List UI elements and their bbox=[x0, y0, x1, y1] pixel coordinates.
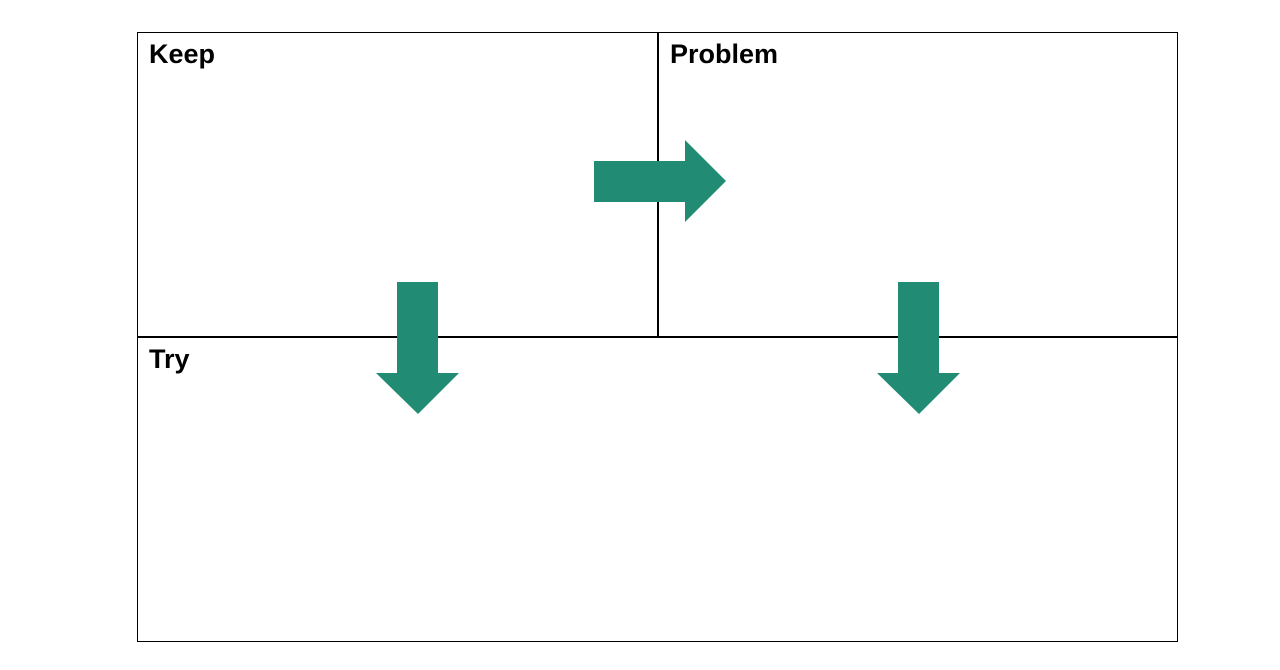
keep-label: Keep bbox=[149, 39, 216, 69]
problem-label: Problem bbox=[670, 39, 779, 69]
vertical-divider bbox=[657, 32, 659, 337]
try-label: Try bbox=[149, 344, 190, 374]
